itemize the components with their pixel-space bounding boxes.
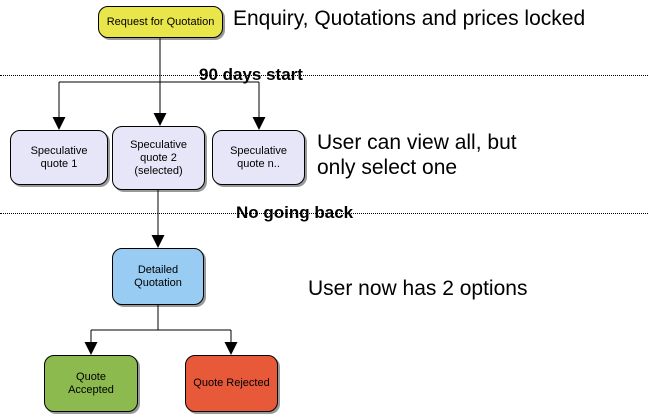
arrow-down-icon xyxy=(224,342,238,355)
phase-divider-1 xyxy=(0,75,648,76)
phase-divider-2 xyxy=(0,213,648,214)
node-label: Speculative quote n.. xyxy=(230,144,287,170)
node-label: Request for Quotation xyxy=(106,15,215,28)
node-label: Speculative quote 1 xyxy=(30,144,88,170)
node-speculative-quote-2-selected: Speculative quote 2 (selected) xyxy=(112,126,205,190)
arrow-down-icon xyxy=(153,113,167,126)
arrow-down-icon xyxy=(52,117,66,130)
divider-label-90-days-start: 90 days start xyxy=(199,65,303,84)
annotation-user-can-view-all: User can view all, but only select one xyxy=(317,131,517,179)
node-speculative-quote-n: Speculative quote n.. xyxy=(212,130,305,185)
arrow-down-icon xyxy=(151,235,165,248)
node-label: Quote Accepted xyxy=(68,370,114,396)
node-quote-rejected: Quote Rejected xyxy=(185,355,278,412)
node-label: Quote Rejected xyxy=(193,377,270,389)
node-detailed-quotation: Detailed Quotation xyxy=(112,248,204,305)
divider-label-no-going-back: No going back xyxy=(236,203,354,222)
arrow-down-icon xyxy=(252,117,266,130)
node-label: Detailed Quotation xyxy=(134,263,182,289)
node-label: Speculative quote 2 (selected) xyxy=(130,138,187,177)
node-quote-accepted: Quote Accepted xyxy=(44,355,138,412)
annotation-enquiry-quotations-locked: Enquiry, Quotations and prices locked xyxy=(233,7,586,30)
node-speculative-quote-1: Speculative quote 1 xyxy=(10,130,108,185)
arrow-down-icon xyxy=(84,342,98,355)
annotation-user-two-options: User now has 2 options xyxy=(308,277,528,300)
node-request-for-quotation: Request for Quotation xyxy=(98,6,223,38)
